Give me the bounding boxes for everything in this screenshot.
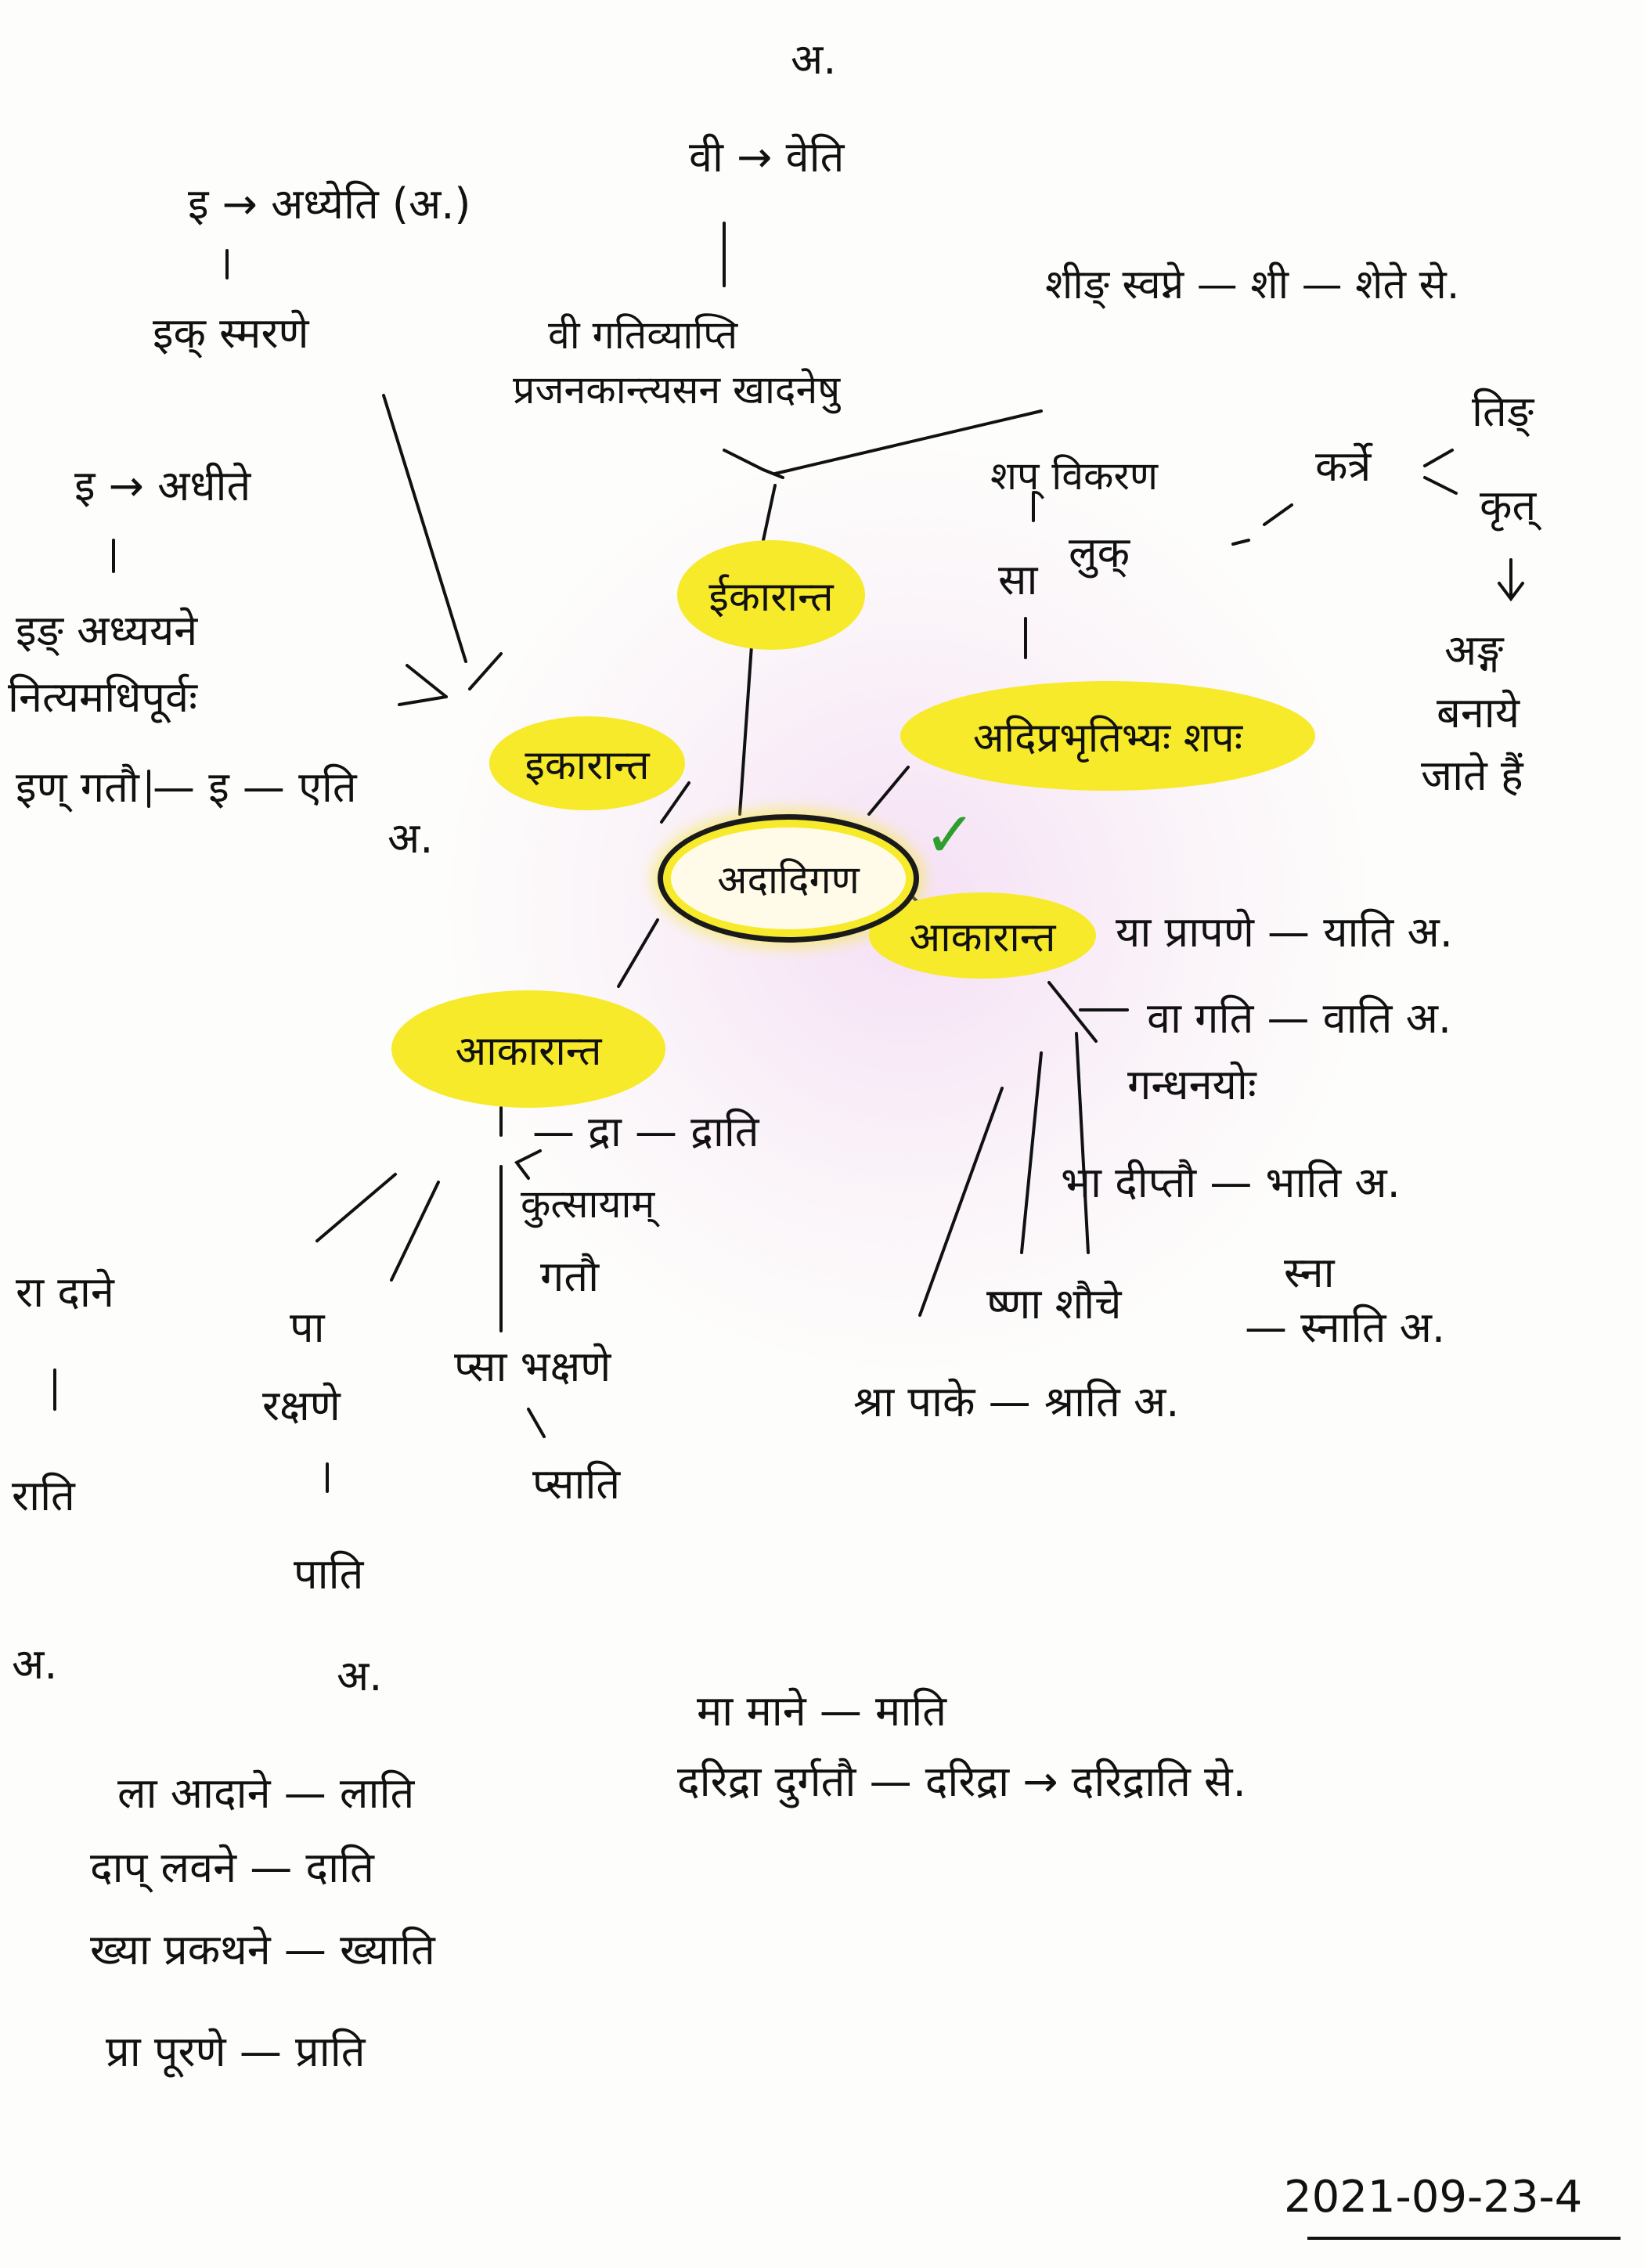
dap-lavane: दाप् लवने — दाति xyxy=(90,1843,374,1892)
hub-ikarant-short: इकारान्त xyxy=(489,716,685,810)
psa-bhakshane: प्सा भक्षणे xyxy=(454,1342,611,1391)
line-center-akarant-left xyxy=(617,918,659,988)
a-left-1: अ. xyxy=(12,1639,58,1689)
dra: — द्रा — द्राति xyxy=(532,1107,759,1156)
pa: पा xyxy=(290,1303,325,1352)
la-adane: ला आदाने — लाति xyxy=(117,1769,415,1818)
snati: — स्नाति अ. xyxy=(1245,1303,1446,1352)
bha-diptau: भा दीप्तौ — भाति अ. xyxy=(1061,1158,1401,1207)
gatau: गतौ xyxy=(540,1252,600,1301)
hub-ikarant-long: ईकारान्त xyxy=(677,540,865,650)
hub-akarant-left: आकारान्त xyxy=(391,990,665,1108)
jate: जाते हैं xyxy=(1421,751,1523,800)
line-luk-kartri xyxy=(1263,503,1293,526)
vi-gati: वी गतिव्याप्ति xyxy=(548,312,738,358)
ra-dane: रा दाने xyxy=(16,1267,114,1317)
in-gatau: इण् गतौ — इ — एति xyxy=(16,763,357,812)
hub-akarant-right-label: आकारान्त xyxy=(909,914,1056,961)
ik-smarane: इक् स्मरणे xyxy=(153,308,309,358)
line-center-adiprabhriti xyxy=(867,766,910,816)
arrow-kutsa xyxy=(514,1149,542,1180)
rati: राति xyxy=(12,1471,75,1520)
line-shna xyxy=(1020,1051,1043,1254)
i-adhyeti: इ → अध्येति (अ.) xyxy=(188,179,471,229)
banaye: बनाये xyxy=(1437,688,1520,737)
line-arrow-small-2 xyxy=(398,695,448,706)
top-a: अ. xyxy=(791,34,837,84)
psati: प्साति xyxy=(532,1459,621,1509)
sna: स्ना xyxy=(1284,1248,1335,1297)
pati: पाति xyxy=(294,1549,364,1599)
line-luk-dash xyxy=(1231,539,1250,546)
ing: इङ् अध्ययने xyxy=(16,606,198,655)
vi-veti: वी → वेति xyxy=(689,132,845,182)
hub-ikarant-short-label: इकारान्त xyxy=(525,741,650,789)
shna-shauche: ष्णा शौचे xyxy=(986,1279,1122,1329)
ya-prapane: या प्रापणे — याति अ. xyxy=(1116,907,1453,957)
prajana: प्रजनकान्त्यसन खादनेषु xyxy=(513,367,841,413)
hub-adiprabhriti: अदिप्रभृतिभ्यः शपः xyxy=(900,681,1315,791)
line-arrow-small xyxy=(406,664,448,698)
hub-ikarant-long-label: ईकारान्त xyxy=(708,573,834,621)
line-ikarant-right-tick xyxy=(468,652,503,690)
ma-mane: मा माने — माति xyxy=(697,1686,947,1736)
sa: सा xyxy=(998,555,1038,604)
hub-akarant-right: आकारान्त xyxy=(869,892,1096,979)
check-mark-icon: ✓ xyxy=(924,799,977,871)
gandhana: गन्धनयोः xyxy=(1127,1060,1256,1109)
va-gati: वा गति — वाति अ. xyxy=(1147,993,1452,1043)
kartri: कर्त्रे xyxy=(1315,442,1372,491)
hub-adiprabhriti-label: अदिप्रभृतिभ्यः शपः xyxy=(972,714,1243,762)
line-shra xyxy=(918,1087,1004,1317)
line-ya xyxy=(1047,981,1098,1043)
line-to-shing xyxy=(773,409,1043,475)
shap: शप् विकरण xyxy=(990,453,1159,499)
khya-prakathane: ख्या प्रकथने — ख्याति xyxy=(90,1925,435,1974)
date-underline xyxy=(1307,2237,1621,2240)
kutsa: कुत्सायाम् xyxy=(521,1181,655,1227)
daridra: दरिद्रा दुर्गतौ — दरिद्रा → दरिद्राति से… xyxy=(677,1757,1246,1806)
line-center-ikarant-short xyxy=(660,781,690,824)
a-left-2: अ. xyxy=(337,1651,383,1700)
shra-pake: श्रा पाके — श्राति अ. xyxy=(853,1377,1180,1426)
rakshane: रक्षणे xyxy=(262,1381,341,1430)
pra-purane: प्रा पूरणे — प्राति xyxy=(106,2027,366,2076)
nitya: नित्यमधिपूर्वः xyxy=(8,672,198,722)
a-in: अ. xyxy=(388,813,434,863)
date-stamp: 2021-09-23-4 xyxy=(1284,2172,1583,2223)
center-node: अदादिगण xyxy=(658,814,919,943)
luk: लुक् xyxy=(1069,528,1130,577)
anga: अङ्ग xyxy=(1444,626,1504,675)
arrow-head-anga xyxy=(1498,582,1524,602)
line-center-ikarant-long xyxy=(738,644,753,816)
line-prajana-arrow xyxy=(723,449,784,479)
line-pa xyxy=(390,1181,440,1282)
line-ik-smarane xyxy=(382,394,467,663)
line-ting xyxy=(1423,449,1454,467)
line-psati xyxy=(527,1408,546,1438)
line-krit xyxy=(1423,476,1458,495)
shing: शीङ् स्वप्ने — शी — शेते से. xyxy=(1045,261,1460,308)
line-ra xyxy=(315,1173,397,1242)
krit: कृत् xyxy=(1480,481,1537,530)
center-label: अदादिगण xyxy=(717,857,860,903)
hub-akarant-left-label: आकारान्त xyxy=(455,1027,602,1075)
line-ikarant-vi xyxy=(762,484,777,542)
i-adhite: इ → अधीते xyxy=(74,461,251,510)
ting: तिङ् xyxy=(1472,387,1534,436)
line-bha xyxy=(1075,1032,1090,1254)
